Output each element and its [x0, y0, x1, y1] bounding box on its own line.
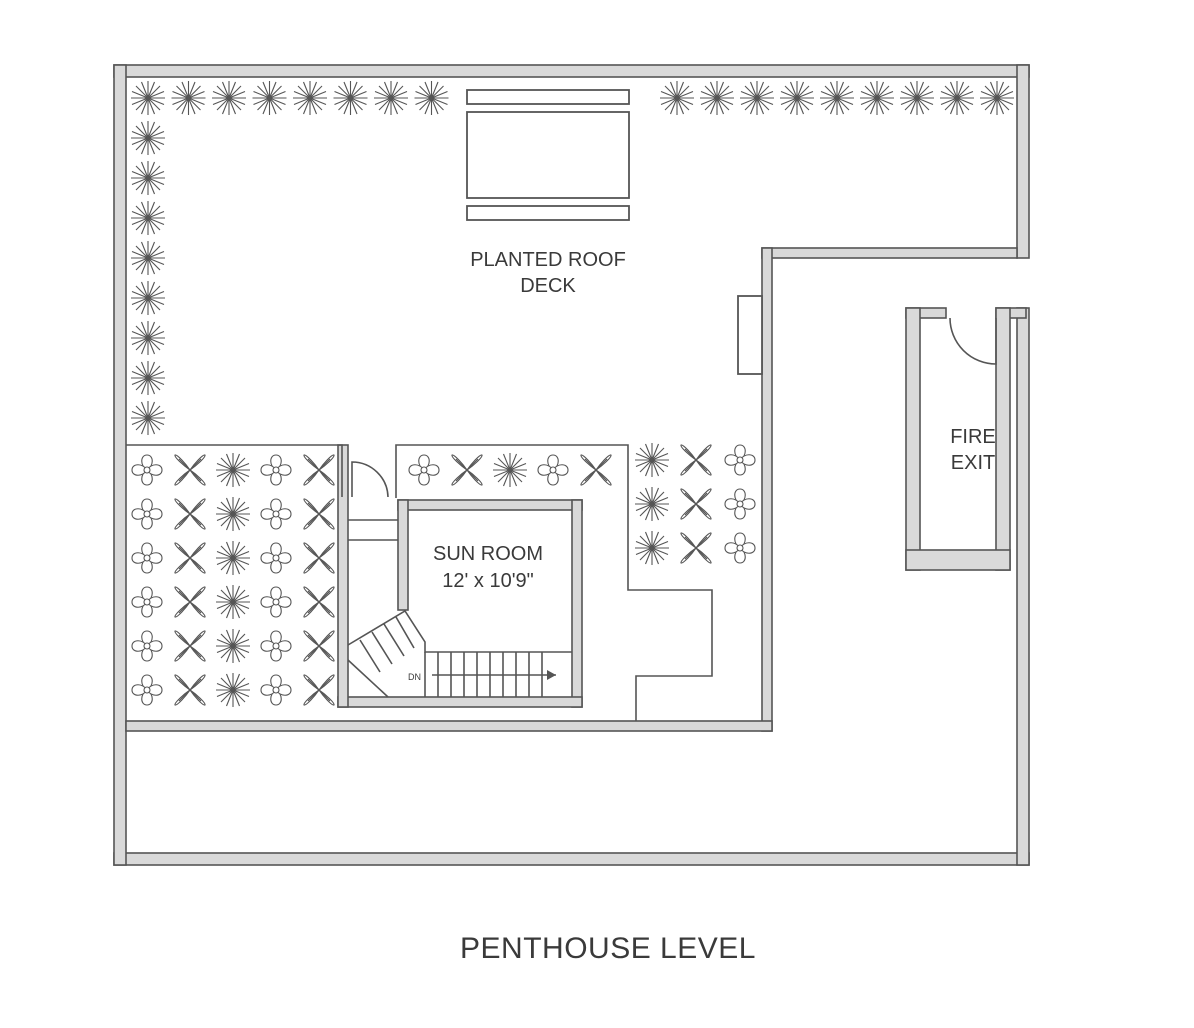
shrub-icon — [130, 280, 166, 316]
shrub-icon — [819, 80, 855, 116]
flower-icon — [537, 454, 569, 486]
flower-icon — [724, 488, 756, 520]
flower-icon — [724, 532, 756, 564]
shrub-icon — [130, 120, 166, 156]
interior-walls — [125, 247, 1027, 732]
shrub-icon — [292, 80, 328, 116]
flower-icon — [634, 442, 670, 478]
flower-icon — [174, 674, 206, 706]
flower-icon — [492, 452, 528, 488]
flower-icon — [131, 586, 163, 618]
shrub-icon — [130, 200, 166, 236]
flower-icon — [451, 454, 483, 486]
flower-icon — [174, 586, 206, 618]
shrub-icon — [899, 80, 935, 116]
shrub-icon — [939, 80, 975, 116]
planter-outlines — [126, 444, 713, 721]
flower-icon — [131, 674, 163, 706]
shrub-icon — [130, 320, 166, 356]
shrub-icon — [373, 80, 409, 116]
shrub-icon — [130, 80, 166, 116]
flower-icon — [260, 586, 292, 618]
flower-icon — [174, 542, 206, 574]
flower-icon — [260, 498, 292, 530]
exterior-walls — [113, 64, 1030, 866]
fire-exit-door — [949, 317, 997, 365]
roof-deck-label-line1: PLANTED ROOF — [470, 249, 626, 271]
flower-icon — [580, 454, 612, 486]
flower-icon — [215, 584, 251, 620]
wall-unit — [737, 295, 763, 375]
shrub-icon — [332, 80, 369, 116]
flower-icon — [174, 454, 206, 486]
flower-icon — [680, 532, 712, 564]
flower-icon — [680, 488, 712, 520]
shrub-icon — [130, 360, 166, 396]
flower-icon — [260, 674, 292, 706]
flower-icon — [680, 444, 712, 476]
flower-icon — [131, 498, 163, 530]
shrub-icon — [251, 80, 288, 116]
stair-direction-label: DN — [408, 672, 421, 682]
shrub-icon — [211, 80, 247, 116]
flower-icon — [303, 586, 335, 618]
flower-icon — [215, 540, 251, 576]
flower-icon — [408, 454, 440, 486]
flower-icon — [303, 674, 335, 706]
shrub-icon — [130, 160, 166, 196]
shrub-icon — [779, 80, 815, 116]
flower-icon — [634, 486, 670, 522]
plan-title: PENTHOUSE LEVEL — [460, 932, 756, 965]
fire-exit-label-line2: EXIT — [951, 452, 995, 474]
shrub-icon — [659, 80, 695, 116]
flower-icon — [724, 444, 756, 476]
flower-icon — [260, 630, 292, 662]
fire-exit-label-line1: FIRE — [950, 426, 996, 448]
flower-icon — [215, 452, 251, 488]
flower-icon — [303, 542, 335, 574]
flower-icon — [131, 454, 163, 486]
flower-icon — [215, 496, 251, 532]
flower-icon — [131, 542, 163, 574]
shrub-icon — [130, 400, 166, 436]
skylight — [466, 89, 630, 221]
shrub-icon — [739, 80, 775, 116]
shrub-icon — [699, 80, 735, 116]
shrub-icon — [413, 80, 450, 116]
sun-room-label-line1: SUN ROOM — [433, 543, 543, 565]
flower-icon — [174, 498, 206, 530]
flower-icon — [303, 630, 335, 662]
flower-icon — [260, 454, 292, 486]
stair — [347, 519, 572, 698]
flower-icon — [303, 454, 335, 486]
flower-icon — [174, 630, 206, 662]
shrub-icon — [130, 240, 166, 276]
sun-room-size-label: 12' x 10'9" — [442, 570, 533, 592]
flower-icon — [215, 672, 251, 708]
flower-icon — [131, 630, 163, 662]
shrub-icon — [979, 80, 1015, 116]
flower-icon — [215, 628, 251, 664]
stair-door — [351, 461, 389, 498]
flower-icon — [303, 498, 335, 530]
roof-deck-label-line2: DECK — [520, 275, 576, 297]
shrub-icon — [859, 80, 895, 116]
shrub-icon — [170, 80, 207, 116]
flower-icon — [260, 542, 292, 574]
flower-icon — [634, 530, 670, 566]
